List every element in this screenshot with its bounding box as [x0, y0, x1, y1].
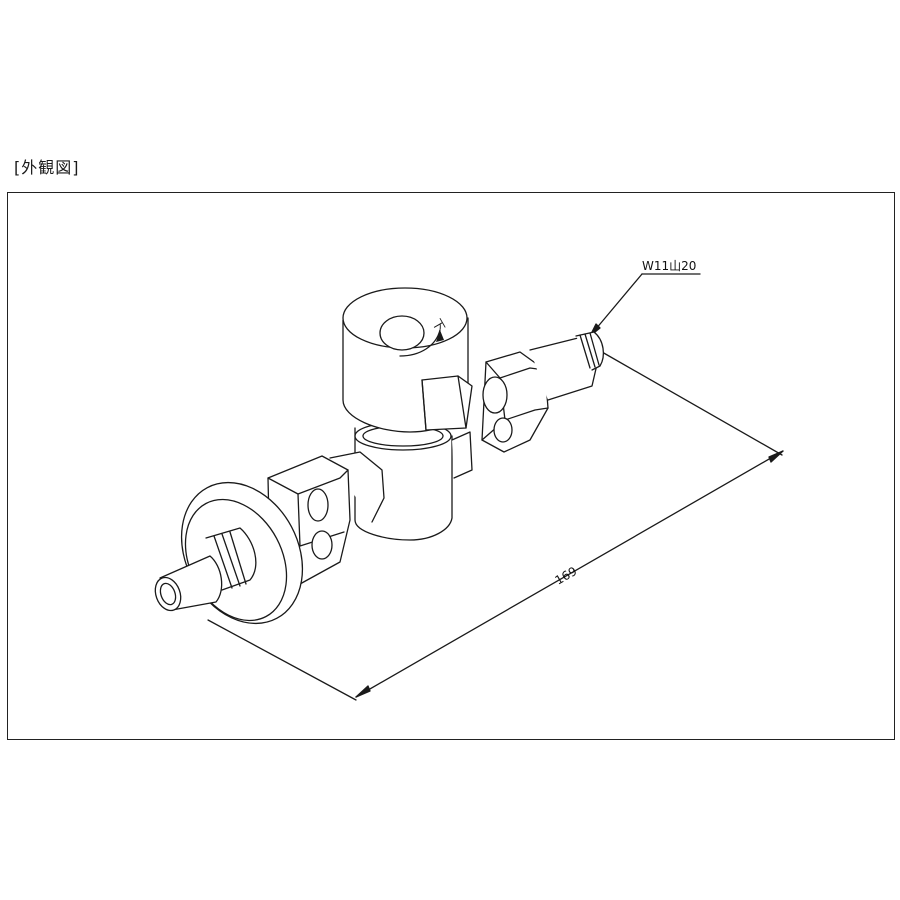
valve-body	[354, 421, 473, 541]
handle-cap: 下	[342, 287, 473, 433]
thread-callout: W11山20	[589, 259, 701, 337]
right-outlet	[481, 331, 605, 453]
dimension-text: 169	[553, 564, 580, 588]
callout-text: W11山20	[642, 259, 696, 273]
drawing-frame	[7, 192, 895, 740]
inlet-pipe	[154, 527, 257, 612]
section-title: [外観図]	[14, 158, 80, 177]
